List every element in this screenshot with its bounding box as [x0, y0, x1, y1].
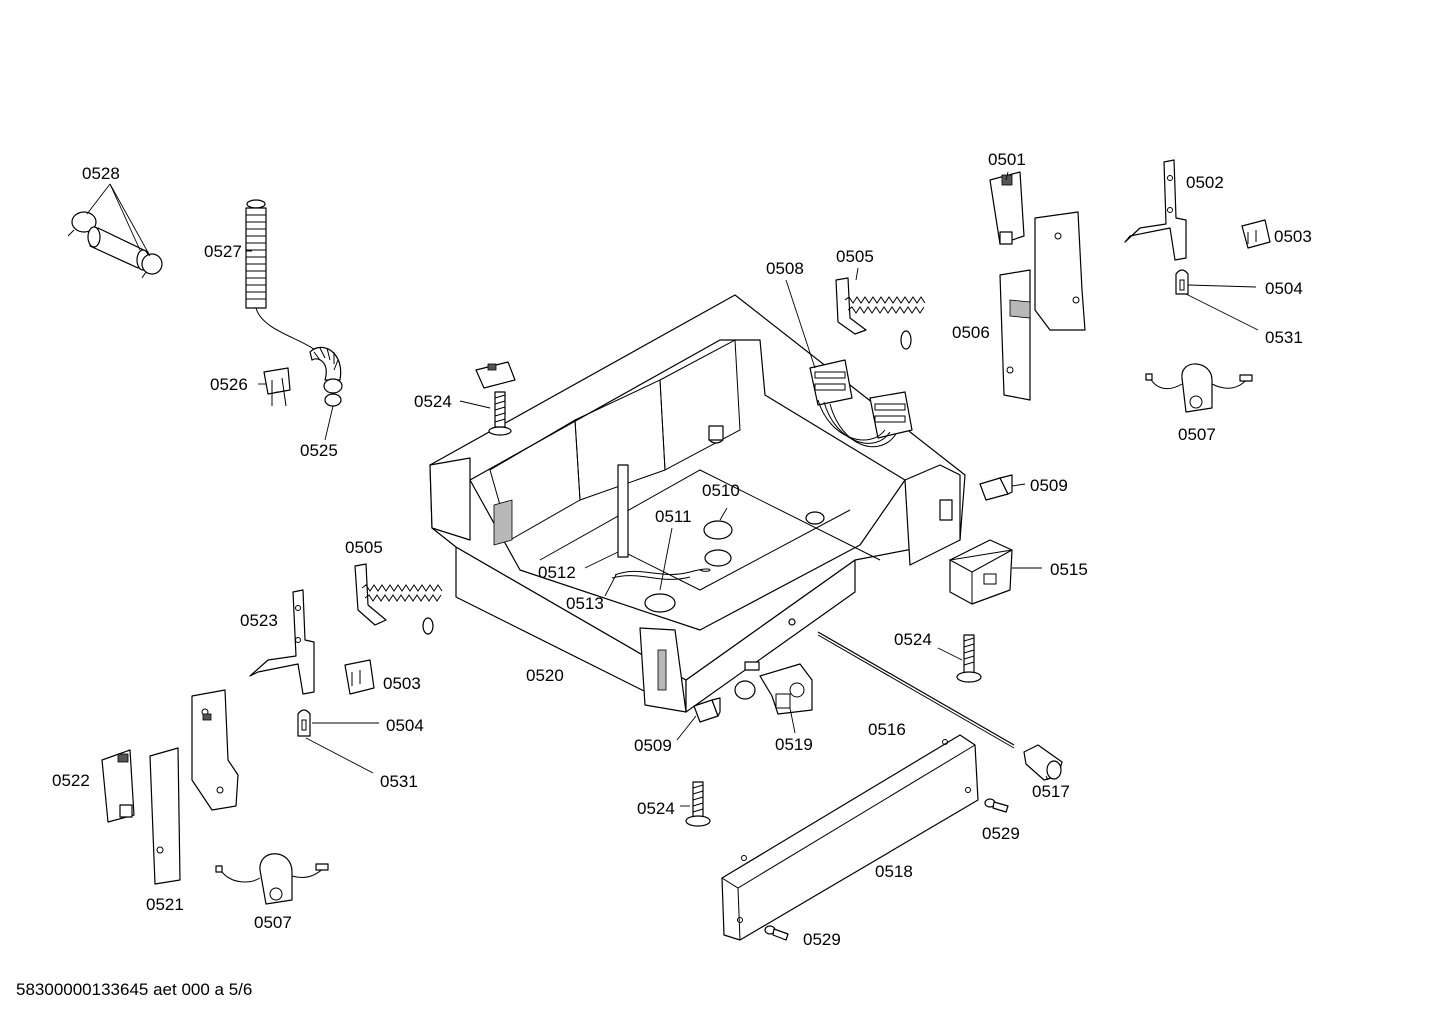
label-0518: 0518: [875, 862, 913, 881]
label-0509: 0509: [1030, 476, 1068, 495]
label-0523: 0523: [240, 611, 278, 630]
part-labels: 0528 0527 0526 0525 0524 0508 0505 0501 …: [52, 150, 1312, 949]
label-0501: 0501: [988, 150, 1026, 169]
label-0519: 0519: [775, 735, 813, 754]
clip-0503-upper: [1241, 219, 1271, 249]
label-0510: 0510: [702, 481, 740, 500]
clip-0504-lower: [297, 709, 311, 737]
label-0517: 0517: [1032, 782, 1070, 801]
label-0505: 0505: [345, 538, 383, 557]
label-0506: 0506: [952, 323, 990, 342]
clip-0504-upper: [1175, 269, 1189, 295]
clip-0509-right: [979, 474, 1013, 501]
label-0512: 0512: [538, 563, 576, 582]
bracket-0523: [249, 589, 315, 695]
spring-0505-upper: [835, 277, 926, 350]
label-0507: 0507: [254, 913, 292, 932]
foot-0524-upper: [475, 361, 516, 436]
label-0524: 0524: [637, 799, 675, 818]
label-0513: 0513: [566, 594, 604, 613]
sleeve-0528: [67, 211, 163, 279]
label-0527: 0527: [204, 242, 242, 261]
label-0525: 0525: [300, 441, 338, 460]
label-0503: 0503: [383, 674, 421, 693]
rod-0516: [817, 631, 1015, 749]
label-0508: 0508: [766, 259, 804, 278]
label-0521: 0521: [146, 895, 184, 914]
valve-0519: [734, 661, 813, 715]
label-0526: 0526: [210, 375, 248, 394]
cover-0515: [948, 539, 1013, 605]
switch-0507-lower: [215, 853, 329, 905]
label-0524: 0524: [414, 392, 452, 411]
label-0524: 0524: [894, 630, 932, 649]
bracket-0521: [149, 689, 239, 885]
bracket-0506: [999, 211, 1086, 401]
wiring-harness-0508: [809, 359, 913, 448]
screw-0529-lower: [764, 925, 789, 941]
label-0528: 0528: [82, 164, 120, 183]
base-tub-0520: [429, 294, 966, 713]
label-0505: 0505: [836, 247, 874, 266]
label-0531: 0531: [1265, 328, 1303, 347]
leader-lines: [86, 171, 1259, 807]
label-0504: 0504: [1265, 279, 1303, 298]
label-0522: 0522: [52, 771, 90, 790]
kickplate-0518: [721, 734, 979, 941]
knob-0517: [1023, 744, 1063, 781]
bracket-0501: [989, 171, 1025, 245]
clip-0503-lower: [344, 659, 375, 695]
label-0529: 0529: [982, 824, 1020, 843]
foot-0524-right: [956, 634, 982, 683]
spring-0505-lower: [354, 563, 443, 635]
label-0507: 0507: [1178, 425, 1216, 444]
label-0503: 0503: [1274, 227, 1312, 246]
clip-0526: [263, 367, 291, 407]
hose-0527: [245, 199, 343, 407]
label-0529: 0529: [803, 930, 841, 949]
switch-0507-upper: [1145, 363, 1253, 413]
label-0516: 0516: [868, 720, 906, 739]
clip-0509-lower: [693, 697, 721, 723]
label-0511: 0511: [655, 507, 692, 526]
bracket-0522: [101, 749, 135, 823]
label-0515: 0515: [1050, 560, 1088, 579]
screw-0529-upper: [984, 798, 1009, 813]
foot-0524-lower: [685, 781, 711, 827]
document-id-footer: 58300000133645 aet 000 a 5/6: [16, 980, 253, 999]
label-0520: 0520: [526, 666, 564, 685]
label-0531: 0531: [380, 772, 418, 791]
label-0502: 0502: [1186, 173, 1224, 192]
label-0504: 0504: [386, 716, 424, 735]
label-0509: 0509: [634, 736, 672, 755]
bracket-0502: [1124, 159, 1187, 261]
